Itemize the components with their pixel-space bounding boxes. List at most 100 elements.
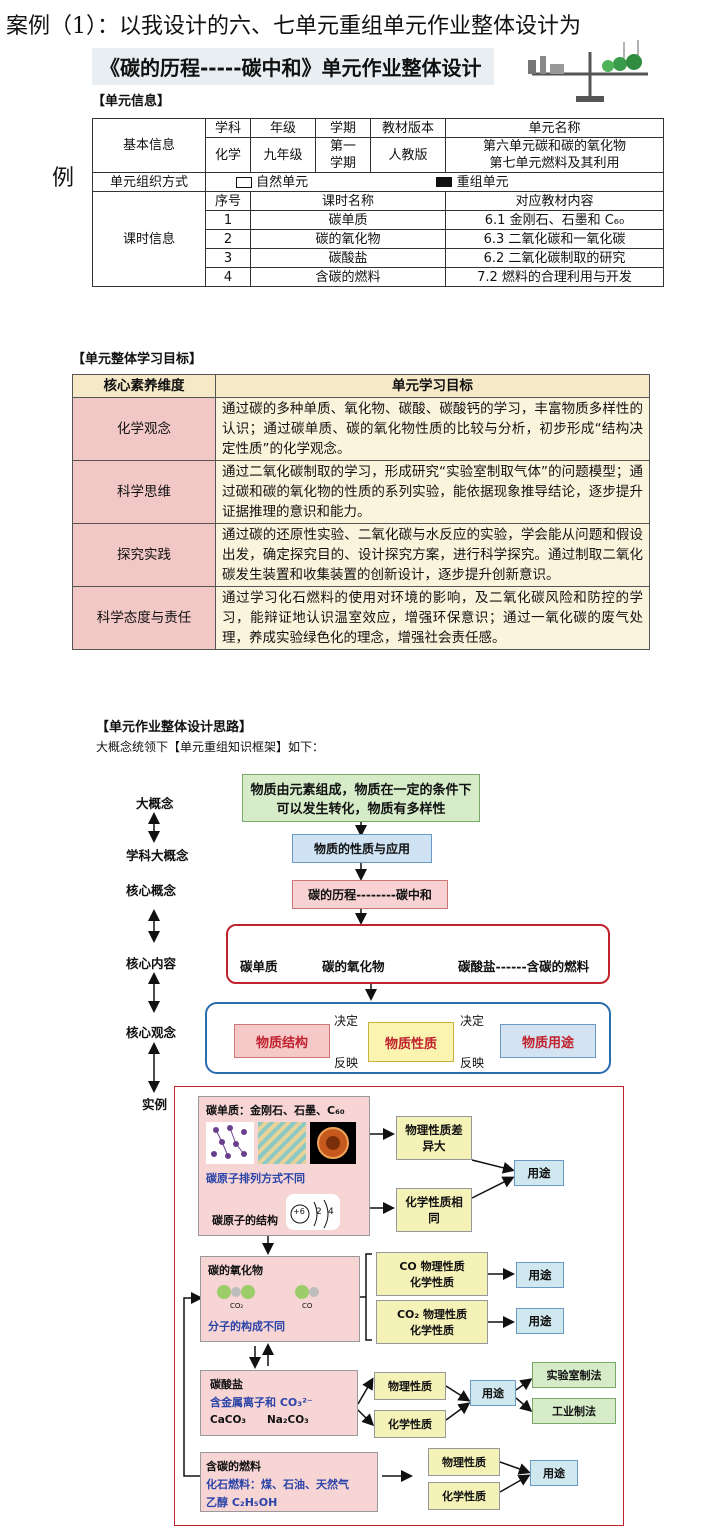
carbon-use-box: 用途 (514, 1160, 564, 1186)
lesson-row: 2 碳的氧化物 6.3 二氧化碳和一氧化碳 (93, 229, 664, 249)
graphite-structure-image (258, 1122, 306, 1164)
lesson-row: 3 碳酸盐 6.2 二氧化碳制取的研究 (93, 248, 664, 268)
level-subject-idea: 学科大概念 (126, 848, 189, 863)
level-core-concept: 核心概念 (126, 883, 177, 898)
carbon-structure-label: 碳原子的结构 (212, 1214, 278, 1227)
co-use-box: 用途 (516, 1262, 564, 1288)
goal-dim: 科学思维 (72, 460, 216, 524)
goals-label: 【单元整体学习目标】 (72, 352, 203, 367)
view-property: 物质性质 (368, 1022, 454, 1062)
basic-info-label: 基本信息 (92, 118, 206, 173)
carbonate-phys-box: 物理性质 (374, 1372, 446, 1400)
balance-scale-logo (528, 40, 648, 102)
goals-table: 核心素养维度 单元学习目标 化学观念 通过碳的多种单质、氧化物、碳酸、碳酸钙的学… (72, 374, 650, 650)
lesson-content: 6.3 二氧化碳和一氧化碳 (445, 229, 664, 249)
co2-prop-box: CO₂ 物理性质 化学性质 (376, 1300, 488, 1344)
co2-use-box: 用途 (516, 1308, 564, 1334)
fuel-block (200, 1452, 378, 1512)
lesson-col-content: 对应教材内容 (445, 191, 664, 211)
org-label: 单元组织方式 (92, 172, 206, 192)
subject-idea-box: 物质的性质与应用 (292, 834, 432, 863)
co-prop-box: CO 物理性质 化学性质 (376, 1252, 488, 1296)
carbonate-industry-box: 工业制法 (532, 1398, 616, 1424)
oxide-note: 分子的构成不同 (208, 1320, 285, 1333)
goal-text: 通过碳的多种单质、氧化物、碳酸、碳酸钙的学习，丰富物质多样性的认识；通过碳单质、… (215, 397, 650, 461)
label-decide-1: 决定 (334, 1014, 359, 1028)
level-big-idea: 大概念 (136, 796, 174, 811)
design-label: 【单元作业整体设计思路】 (96, 720, 253, 735)
carbonate-note: 含金属离子和 CO₃²⁻ (210, 1396, 313, 1409)
unit-info-table: 基本信息 学科 年级 学期 教材版本 单元名称 化学 九年级 第一 学期 人教版… (92, 118, 664, 287)
goal-row: 科学思维 通过二氧化碳制取的学习，形成研究“实验室制取气体”的问题模型；通过碳和… (72, 460, 650, 524)
label-decide-2: 决定 (460, 1014, 485, 1028)
label-reflect-1: 反映 (334, 1056, 359, 1070)
level-core-content: 核心内容 (126, 956, 177, 971)
col-edition: 教材版本 (370, 118, 446, 138)
label-reflect-2: 反映 (460, 1056, 485, 1070)
content-carbonate-fuel: 碳酸盐------含碳的燃料 (458, 959, 590, 974)
goals-col-goal: 单元学习目标 (215, 374, 650, 398)
checkbox-recombined (436, 177, 453, 187)
goals-col-dim: 核心素养维度 (72, 374, 216, 398)
oxide-co2-label: CO₂ (230, 1302, 244, 1310)
fuel-title: 含碳的燃料 (206, 1460, 261, 1473)
goal-text: 通过碳的还原性实验、二氧化碳与水反应的实验，学会能从问题和假设出发，确定探究目的… (215, 523, 650, 587)
atom-shell-1: 2 (316, 1207, 322, 1217)
design-intro: 大概念统领下【单元重组知识框架】如下： (96, 740, 325, 754)
lesson-name: 含碳的燃料 (250, 267, 446, 287)
level-example: 实例 (142, 1097, 168, 1112)
carbonate-formulas: CaCO₃ Na₂CO₃ (210, 1414, 309, 1426)
atom-nucleus: +6 (293, 1207, 305, 1216)
content-carbon: 碳单质 (240, 959, 278, 974)
carbon-chem-box: 化学性质相同 (396, 1188, 472, 1232)
content-oxide: 碳的氧化物 (322, 959, 385, 974)
fuel-use-box: 用途 (530, 1460, 578, 1486)
fuel-chem-box: 化学性质 (428, 1482, 500, 1510)
goal-row: 探究实践 通过碳的还原性实验、二氧化碳与水反应的实验，学会能从问题和假设出发，确… (72, 523, 650, 587)
carbonate-chem-box: 化学性质 (374, 1410, 446, 1438)
fuel-fossil: 化石燃料：煤、石油、天然气 (206, 1478, 349, 1491)
unit-info-label: 【单元信息】 (92, 94, 171, 109)
oxide-co-label: CO (302, 1302, 313, 1310)
carbon-block (198, 1096, 370, 1236)
fuel-ethanol: 乙醇 C₂H₅OH (206, 1496, 278, 1509)
carbonate-block (200, 1370, 358, 1436)
goal-row: 科学态度与责任 通过学习化石燃料的使用对环境的影响，及二氧化碳风险和防控的学习，… (72, 586, 650, 650)
molecule-models (217, 1285, 319, 1299)
big-idea-box: 物质由元素组成，物质在一定的条件下可以发生转化，物质有多样性 (242, 774, 480, 822)
goal-dim: 化学观念 (72, 397, 216, 461)
oxide-title: 碳的氧化物 (208, 1264, 263, 1277)
fuel-phys-box: 物理性质 (428, 1448, 500, 1476)
col-grade: 年级 (250, 118, 316, 138)
page-heading-tail: 例 (52, 166, 75, 191)
goal-text: 通过学习化石燃料的使用对环境的影响，及二氧化碳风险和防控的学习，能辩证地认识温室… (215, 586, 650, 650)
carbonate-lab-box: 实验室制法 (532, 1362, 616, 1388)
unit-title: 《碳的历程-----碳中和》单元作业整体设计 (92, 48, 494, 85)
checkbox-natural (236, 176, 252, 188)
org-natural: 自然单元 (256, 174, 309, 190)
c60-structure-image (310, 1122, 356, 1164)
core-concept-box: 碳的历程--------碳中和 (292, 880, 448, 909)
carbon-atom-diagram: +6 2 4 (286, 1194, 340, 1230)
goal-text: 通过二氧化碳制取的学习，形成研究“实验室制取气体”的问题模型；通过碳和碳的氧化物… (215, 460, 650, 524)
example-frame (174, 1086, 624, 1526)
core-content-frame (226, 924, 610, 984)
view-structure: 物质结构 (234, 1024, 330, 1058)
view-use: 物质用途 (500, 1024, 596, 1058)
lesson-row: 4 含碳的燃料 7.2 燃料的合理利用与开发 (93, 267, 664, 287)
diamond-structure-image (206, 1122, 254, 1164)
lesson-content: 7.2 燃料的合理利用与开发 (445, 267, 664, 287)
val-unit-name: 第六单元碳和碳的氧化物 第七单元燃料及其利用 (445, 137, 664, 173)
val-grade: 九年级 (250, 137, 316, 173)
carbon-phys-box: 物理性质差异大 (396, 1116, 472, 1160)
atom-shell-2: 4 (328, 1207, 334, 1217)
goal-dim: 探究实践 (72, 523, 216, 587)
page-heading: 案例（1）：以我设计的六、七单元重组单元作业整体设计为 (6, 14, 581, 39)
lesson-label: 课时信息 (92, 191, 206, 287)
carbonate-title: 碳酸盐 (210, 1378, 243, 1391)
lesson-name: 碳单质 (250, 210, 446, 230)
carbon-title: 碳单质：金刚石、石墨、C₆₀ (206, 1104, 345, 1117)
level-core-view: 核心观念 (126, 1025, 177, 1040)
oxide-block (200, 1256, 360, 1342)
val-subject: 化学 (205, 137, 251, 173)
